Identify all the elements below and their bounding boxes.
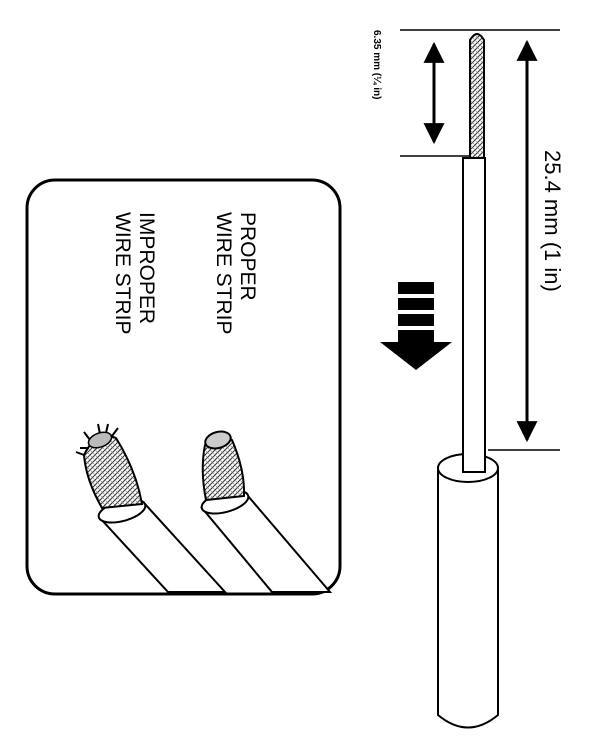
dimension-lines xyxy=(400,29,560,451)
comparison-box xyxy=(25,178,342,596)
proper-label-line2: WIRE STRIP xyxy=(212,212,235,335)
improper-wire xyxy=(75,423,228,593)
strip-length-label: 6.35 mm (¼ in) xyxy=(371,30,382,99)
proper-label-line1: PROPER xyxy=(236,212,259,301)
main-wire xyxy=(437,33,499,729)
proper-label: PROPER WIRE STRIP xyxy=(212,212,259,335)
total-length-label: 25.4 mm (1 in) xyxy=(540,150,565,292)
proper-wire xyxy=(200,430,333,593)
improper-label-line1: IMPROPER xyxy=(135,212,158,324)
improper-label-line2: WIRE STRIP xyxy=(111,212,134,335)
improper-label: IMPROPER WIRE STRIP xyxy=(111,212,158,335)
down-arrow-icon xyxy=(380,282,452,370)
